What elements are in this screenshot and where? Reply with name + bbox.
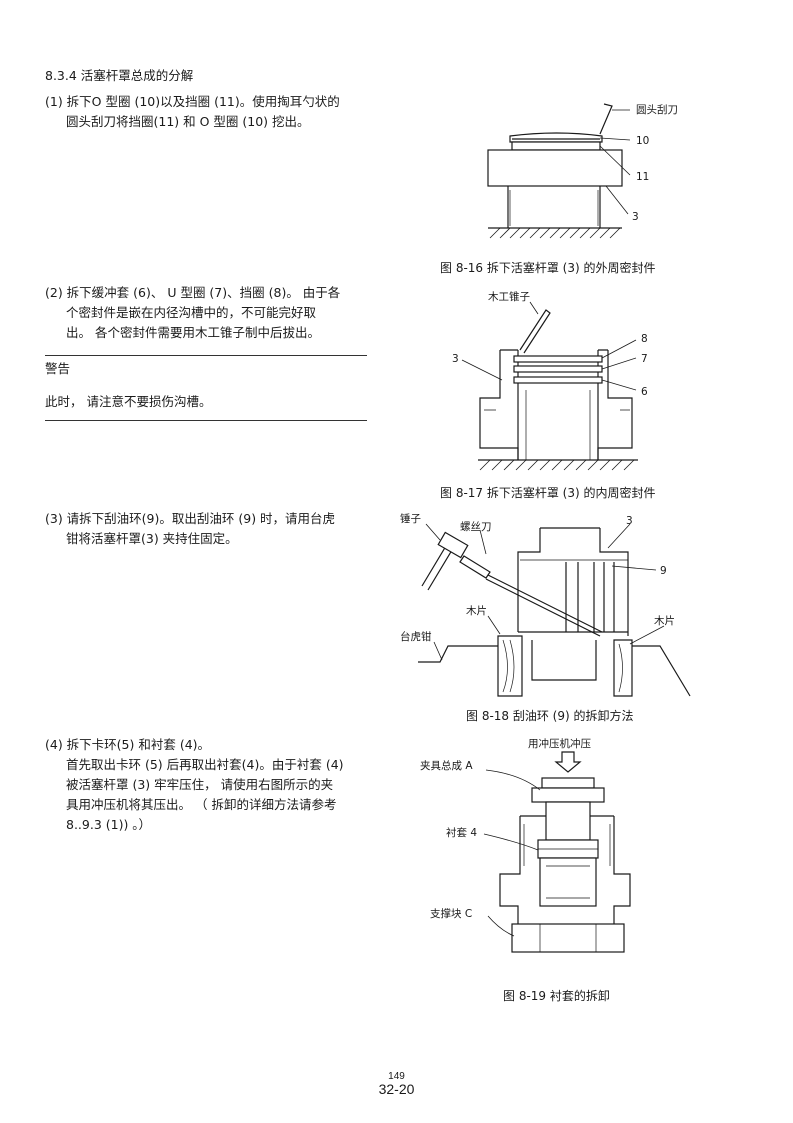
figure-8-17-caption: 图 8-17 拆下活塞杆罩 (3) 的内周密封件: [440, 486, 656, 500]
fig17-label: 7: [641, 353, 648, 365]
figure-8-16-caption: 图 8-16 拆下活塞杆罩 (3) 的外周密封件: [440, 261, 656, 275]
step-2-line: 个密封件是嵌在内径沟槽中的，不可能完好取: [66, 305, 317, 320]
fig19-label: 支撑块 C: [430, 907, 472, 920]
step-3-line: 钳将活塞杆罩(3) 夹持住固定。: [66, 531, 238, 546]
fig18-label: 3: [626, 515, 633, 527]
fig19-label: 用冲压机冲压: [528, 737, 591, 750]
fig17-label: 6: [641, 386, 648, 398]
figure-8-19-caption: 图 8-19 衬套的拆卸: [503, 989, 610, 1003]
fig16-label: 10: [636, 135, 649, 147]
page-number-small: 149: [388, 1071, 405, 1082]
step-4-line: 8..9.3 (1)) 。）: [66, 817, 152, 832]
warning-title: 警告: [45, 361, 71, 376]
warning-text: 此时， 请注意不要损伤沟槽。: [45, 394, 212, 409]
warning-top-rule: [45, 355, 367, 356]
arrow-down-icon: [554, 751, 582, 773]
step-2-line: (2) 拆下缓冲套 (6)、 U 型圈 (7)、挡圈 (8)。 由于各: [45, 285, 341, 300]
fig19-label: 夹具总成 A: [420, 759, 473, 772]
figure-8-18-caption: 图 8-18 刮油环 (9) 的拆卸方法: [466, 709, 634, 723]
page-number: 32-20: [378, 1081, 415, 1097]
step-1: (1) 拆下O 型圈 (10)以及挡圈 (11)。使用掏耳勺状的 圆头刮刀将挡圈…: [45, 92, 340, 132]
section-title: 8.3.4 活塞杆罩总成的分解: [45, 68, 194, 83]
step-4-line: 具用冲压机将其压出。 （ 拆卸的详细方法请参考: [66, 797, 337, 812]
fig16-label: 11: [636, 171, 649, 183]
round-scraper-icon: [599, 103, 613, 135]
screwdriver-icon: [459, 555, 603, 637]
step-1-line: (1) 拆下O 型圈 (10)以及挡圈 (11)。使用掏耳勺状的: [45, 94, 340, 109]
step-3: (3) 请拆下刮油环(9)。取出刮油环 (9) 时，请用台虎 钳将活塞杆罩(3)…: [45, 509, 335, 549]
fig16-label: 3: [632, 211, 639, 223]
step-4-line: 被活塞杆罩 (3) 牢牢压住， 请使用右图所示的夹: [66, 777, 334, 792]
fig18-label: 螺丝刀: [460, 521, 492, 533]
fig17-label: 8: [641, 333, 648, 345]
warning-bottom-rule: [45, 420, 367, 421]
fig18-label: 9: [660, 565, 667, 577]
step-2: (2) 拆下缓冲套 (6)、 U 型圈 (7)、挡圈 (8)。 由于各 个密封件…: [45, 283, 340, 343]
step-1-line: 圆头刮刀将挡圈(11) 和 O 型圈 (10) 挖出。: [66, 114, 310, 129]
fig18-label: 木片: [466, 604, 487, 617]
fig18-label: 木片: [654, 614, 675, 627]
fig18-label: 锤子: [400, 512, 421, 525]
awl-icon: [519, 309, 551, 354]
fig16-label: 圆头刮刀: [636, 103, 678, 116]
fig19-label: 衬套 4: [446, 826, 477, 839]
step-2-line: 出。 各个密封件需要用木工锥子制中后拔出。: [66, 325, 320, 340]
fig17-label: 木工锥子: [488, 291, 530, 303]
hammer-icon: [421, 531, 469, 591]
step-4-line: (4) 拆下卡环(5) 和衬套 (4)。: [45, 737, 211, 752]
step-4-line: 首先取出卡环 (5) 后再取出衬套(4)。由于衬套 (4): [66, 757, 344, 772]
step-4: (4) 拆下卡环(5) 和衬套 (4)。 首先取出卡环 (5) 后再取出衬套(4…: [45, 735, 344, 835]
fig17-label: 3: [452, 353, 459, 365]
step-3-line: (3) 请拆下刮油环(9)。取出刮油环 (9) 时，请用台虎: [45, 511, 336, 526]
fig18-label: 台虎钳: [400, 630, 432, 643]
